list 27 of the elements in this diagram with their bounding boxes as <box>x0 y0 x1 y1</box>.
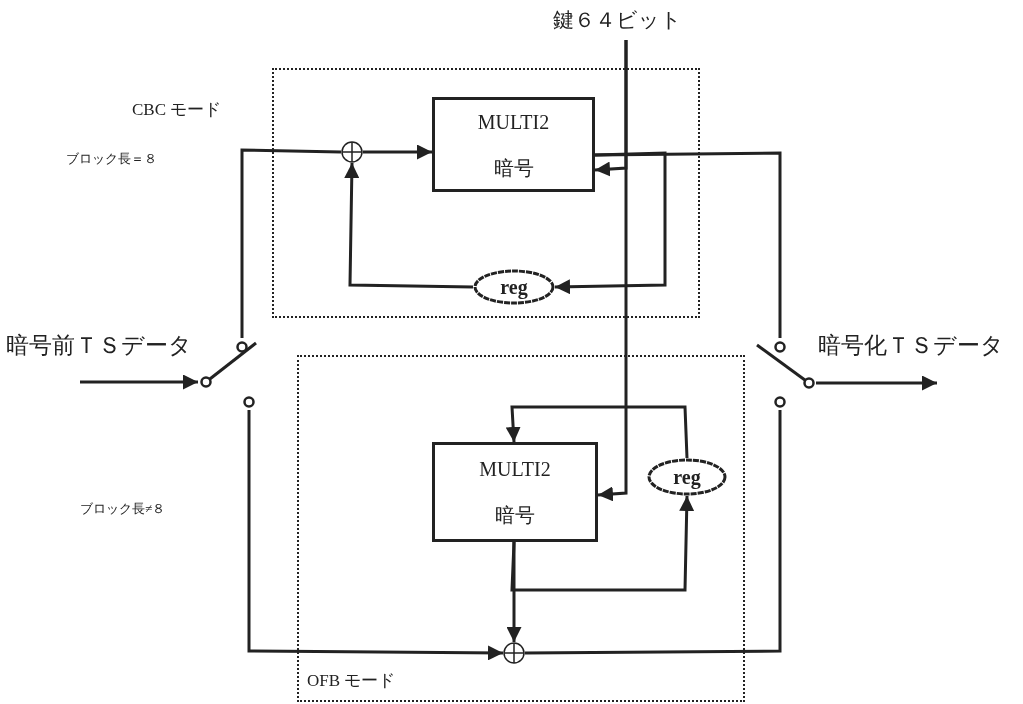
label-text: ブロック長≠８ <box>80 500 166 518</box>
label-text: 暗号化ＴＳデータ <box>818 332 1004 360</box>
arrow <box>80 374 198 390</box>
arrow <box>363 144 432 160</box>
mode-frame <box>297 355 745 702</box>
group-title: OFB モード <box>307 670 396 692</box>
connector-line <box>525 410 782 655</box>
arrow <box>597 40 628 502</box>
register-ellipse: reg <box>473 269 555 305</box>
arrow <box>344 162 474 289</box>
register-ellipse: reg <box>647 458 727 496</box>
label-text: 鍵６４ビット <box>553 7 682 34</box>
arrow <box>505 405 689 459</box>
group-title: CBC モード <box>132 99 222 121</box>
cipher-box: MULTI2 暗号 <box>432 97 595 192</box>
xor-symbol <box>341 141 363 163</box>
arrow <box>510 495 695 592</box>
arrow <box>816 375 937 391</box>
arrow <box>554 151 667 295</box>
arrow <box>247 410 503 661</box>
arrow <box>506 542 522 642</box>
xor-symbol <box>503 642 525 664</box>
connector-line <box>240 148 342 338</box>
label-text: 暗号前ＴＳデータ <box>6 332 192 360</box>
label-text: ブロック長＝８ <box>66 150 157 168</box>
cipher-box: MULTI2 暗号 <box>432 442 598 542</box>
connector-line <box>595 151 782 338</box>
